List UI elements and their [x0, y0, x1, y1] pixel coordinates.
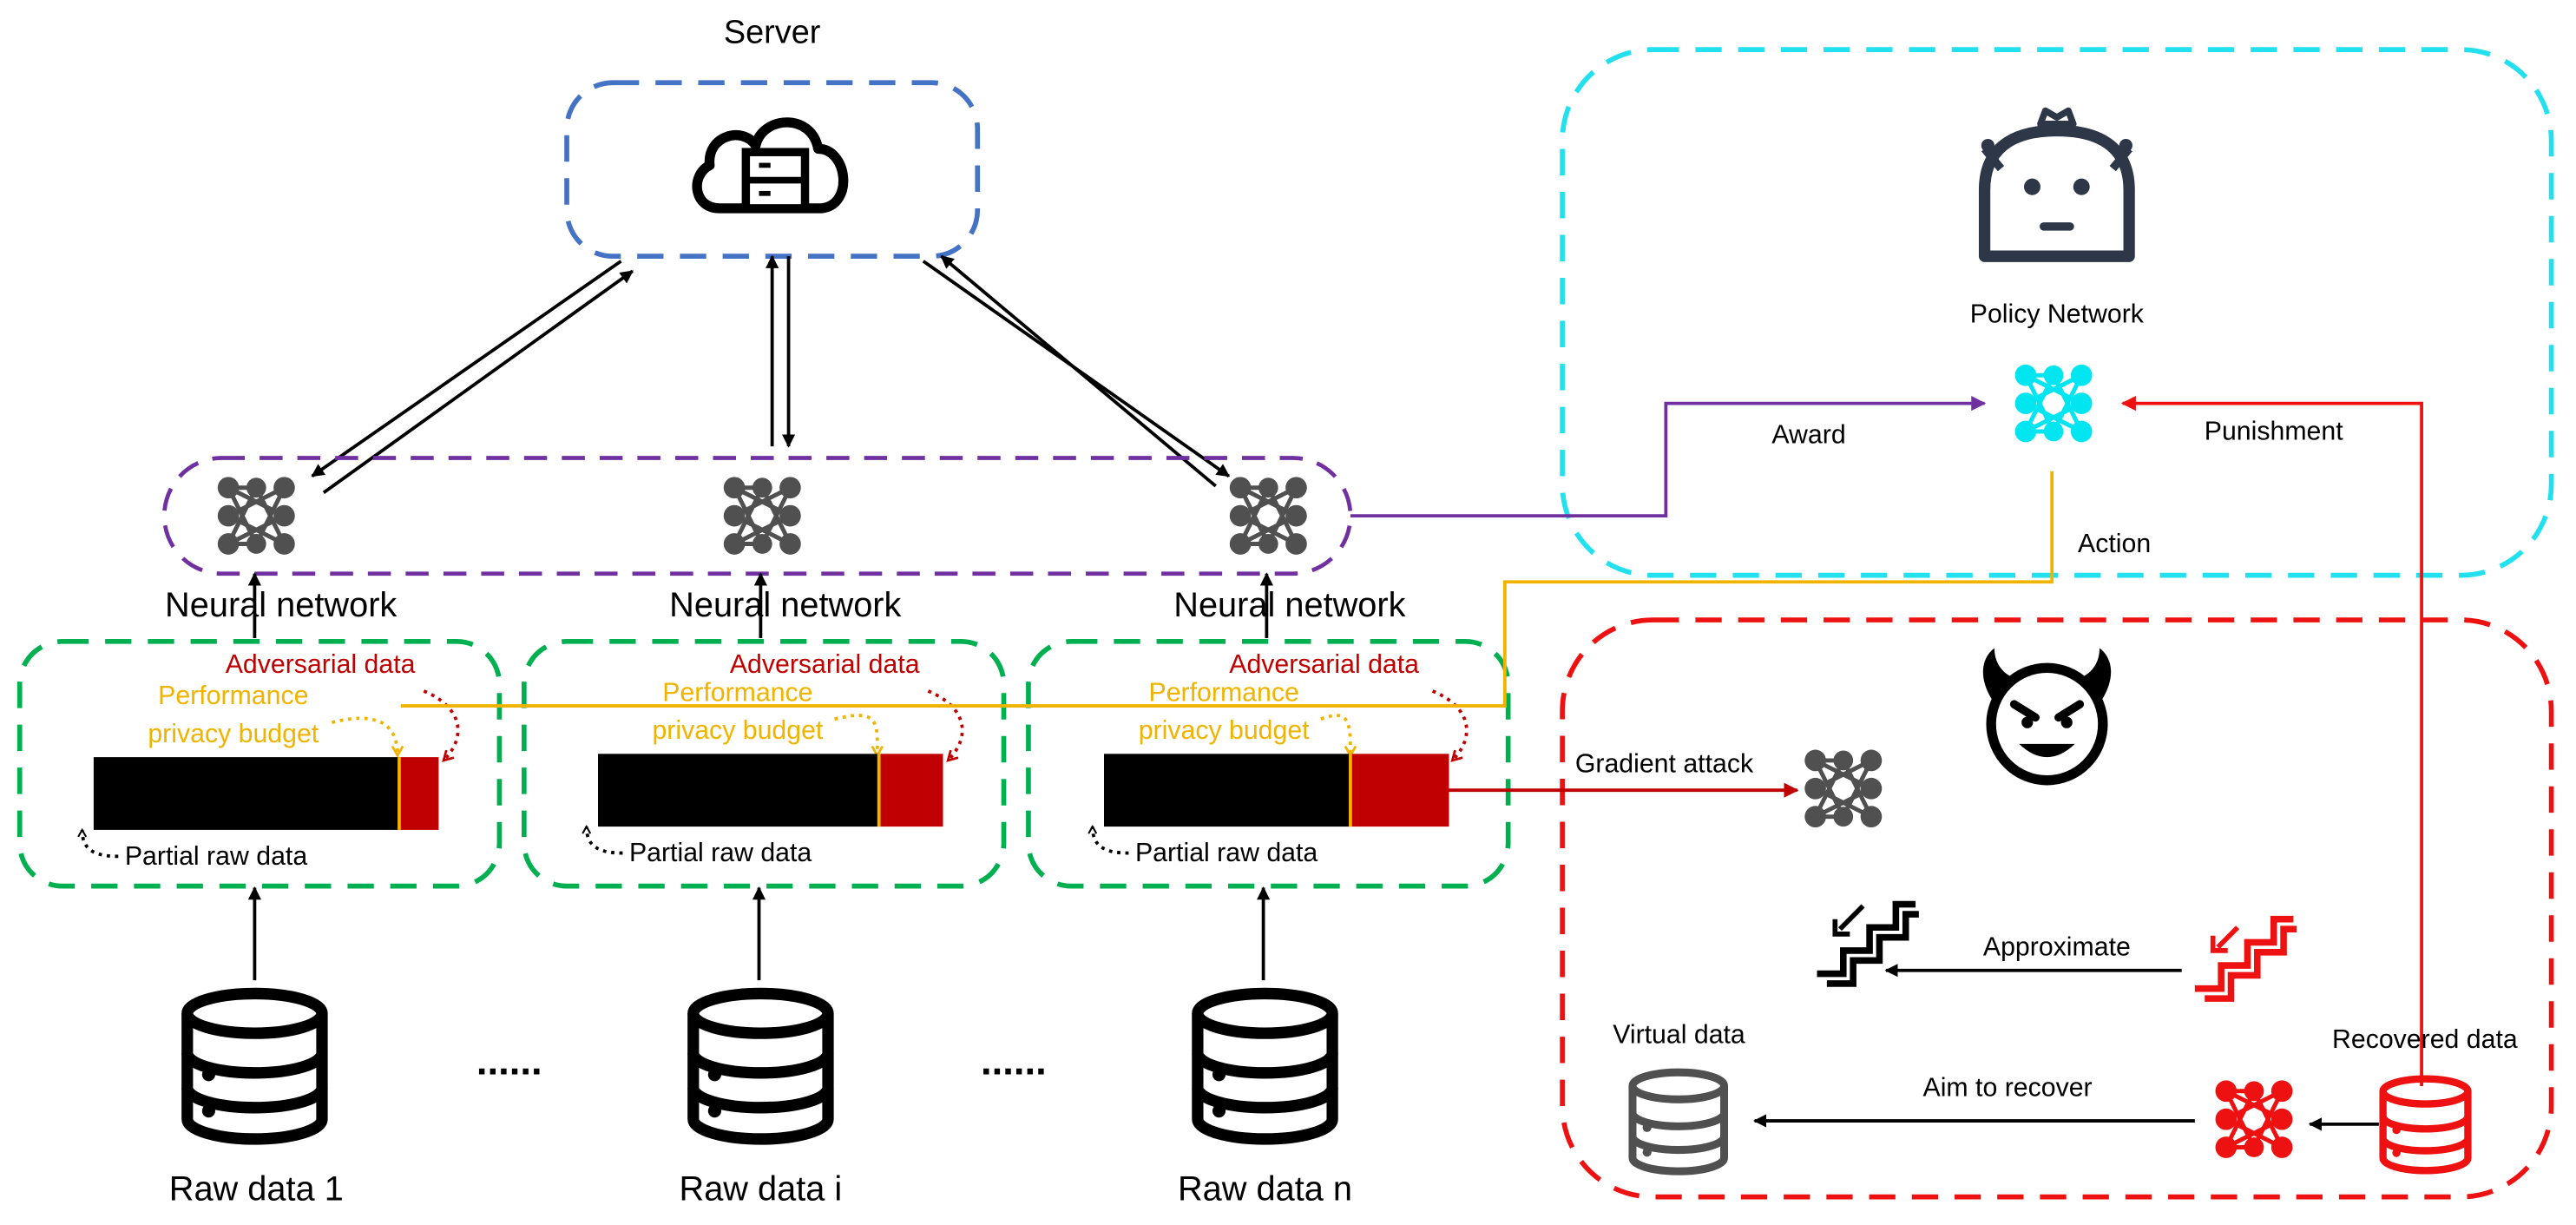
award-label: Award	[1771, 420, 1845, 449]
client3-nn-label: Neural network	[1173, 586, 1405, 624]
nn-group	[161, 456, 1353, 576]
client2-budget-pointer	[834, 714, 884, 758]
client3-partial-label: Partial raw data	[1135, 839, 1318, 867]
recovered-data-label: Recovered data	[2332, 1025, 2518, 1054]
client1-perf-label: Performance	[158, 682, 308, 710]
target-stairs-icon	[1817, 900, 1919, 987]
client2-db-icon	[693, 993, 828, 1139]
client3-adv-bar	[1350, 754, 1449, 827]
recovery-nn-icon	[2216, 1080, 2293, 1157]
robot-icon	[1978, 107, 2135, 262]
client1-data-bar	[93, 757, 399, 830]
client-1: Neural network Adversarial data Performa…	[16, 572, 503, 1208]
client2-budget-label: privacy budget	[652, 716, 823, 745]
client3-adv-pointer	[1431, 689, 1469, 762]
virtual-db-icon	[1633, 1072, 1725, 1171]
client1-partial-label: Partial raw data	[125, 842, 307, 871]
client2-perf-label: Performance	[662, 678, 812, 707]
recovered-stairs-icon	[2194, 915, 2297, 1002]
client2-nn-icon	[724, 477, 801, 554]
client2-adv-label: Adversarial data	[730, 650, 920, 679]
client3-data-bar	[1104, 754, 1350, 827]
recovered-db-icon	[2383, 1079, 2468, 1171]
server-links	[311, 254, 1231, 494]
action-connector	[400, 471, 2054, 708]
attack-box	[1560, 617, 2554, 1200]
server-group: Server	[564, 14, 981, 260]
attack-group: Gradient attack Approximate Virtual data…	[1560, 617, 2554, 1200]
client2-partial-pointer	[582, 825, 623, 855]
client1-box	[16, 638, 503, 889]
gradient-attack-label: Gradient attack	[1575, 749, 1754, 778]
client2-raw-label: Raw data i	[680, 1169, 843, 1208]
client2-partial-label: Partial raw data	[629, 839, 812, 867]
client1-raw-label: Raw data 1	[169, 1169, 344, 1208]
server-to-client1-arrow	[311, 260, 622, 477]
policy-nn-icon	[2015, 365, 2093, 442]
client-3: Neural network Adversarial data Performa…	[1026, 572, 1511, 1208]
client1-adv-bar	[398, 757, 439, 830]
client3-to-server-arrow	[940, 254, 1217, 488]
client2-adv-bar	[878, 754, 943, 827]
client3-budget-label: privacy budget	[1139, 716, 1310, 745]
client1-budget-pointer	[331, 716, 404, 758]
client1-nn-icon	[218, 477, 295, 554]
client3-nn-icon	[1230, 477, 1307, 554]
client3-adv-label: Adversarial data	[1229, 650, 1419, 679]
client2-data-bar	[598, 754, 879, 827]
client1-to-server-arrow	[322, 269, 634, 494]
policy-title: Policy Network	[1970, 300, 2145, 328]
server-title: Server	[724, 14, 821, 50]
client3-budget-pointer	[1320, 714, 1357, 758]
client2-box	[521, 638, 1007, 889]
ellipsis-1: ......	[476, 1039, 542, 1083]
attack-nn-icon	[1804, 750, 1882, 827]
cloud-server-icon	[692, 117, 849, 214]
punishment-label: Punishment	[2205, 417, 2343, 445]
client3-db-icon	[1198, 993, 1332, 1139]
client2-nn-label: Neural network	[669, 586, 901, 624]
approximate-label: Approximate	[1983, 933, 2131, 962]
client3-perf-label: Performance	[1149, 678, 1299, 707]
policy-box	[1560, 47, 2554, 578]
client3-box	[1026, 638, 1511, 889]
aim-to-recover-label: Aim to recover	[1923, 1073, 2093, 1102]
client1-nn-label: Neural network	[165, 586, 397, 624]
client1-adv-label: Adversarial data	[226, 650, 416, 679]
nn-group-box	[161, 456, 1353, 576]
virtual-data-label: Virtual data	[1613, 1020, 1745, 1049]
policy-group: Policy Network Award Punishment Action	[1560, 47, 2554, 578]
client1-db-icon	[187, 993, 322, 1139]
client3-raw-label: Raw data n	[1178, 1169, 1352, 1208]
action-label: Action	[2078, 530, 2151, 558]
client1-adv-pointer	[423, 689, 460, 762]
punishment-connector	[2120, 396, 2423, 1087]
client1-budget-label: privacy budget	[148, 720, 319, 748]
award-connector	[1350, 396, 1987, 518]
client2-adv-pointer	[927, 689, 964, 762]
client-2: Neural network Adversarial data Performa…	[521, 572, 1007, 1208]
ellipsis-2: ......	[981, 1039, 1047, 1083]
client3-partial-pointer	[1088, 825, 1129, 855]
client1-partial-pointer	[77, 827, 119, 859]
devil-icon	[1982, 648, 2112, 786]
